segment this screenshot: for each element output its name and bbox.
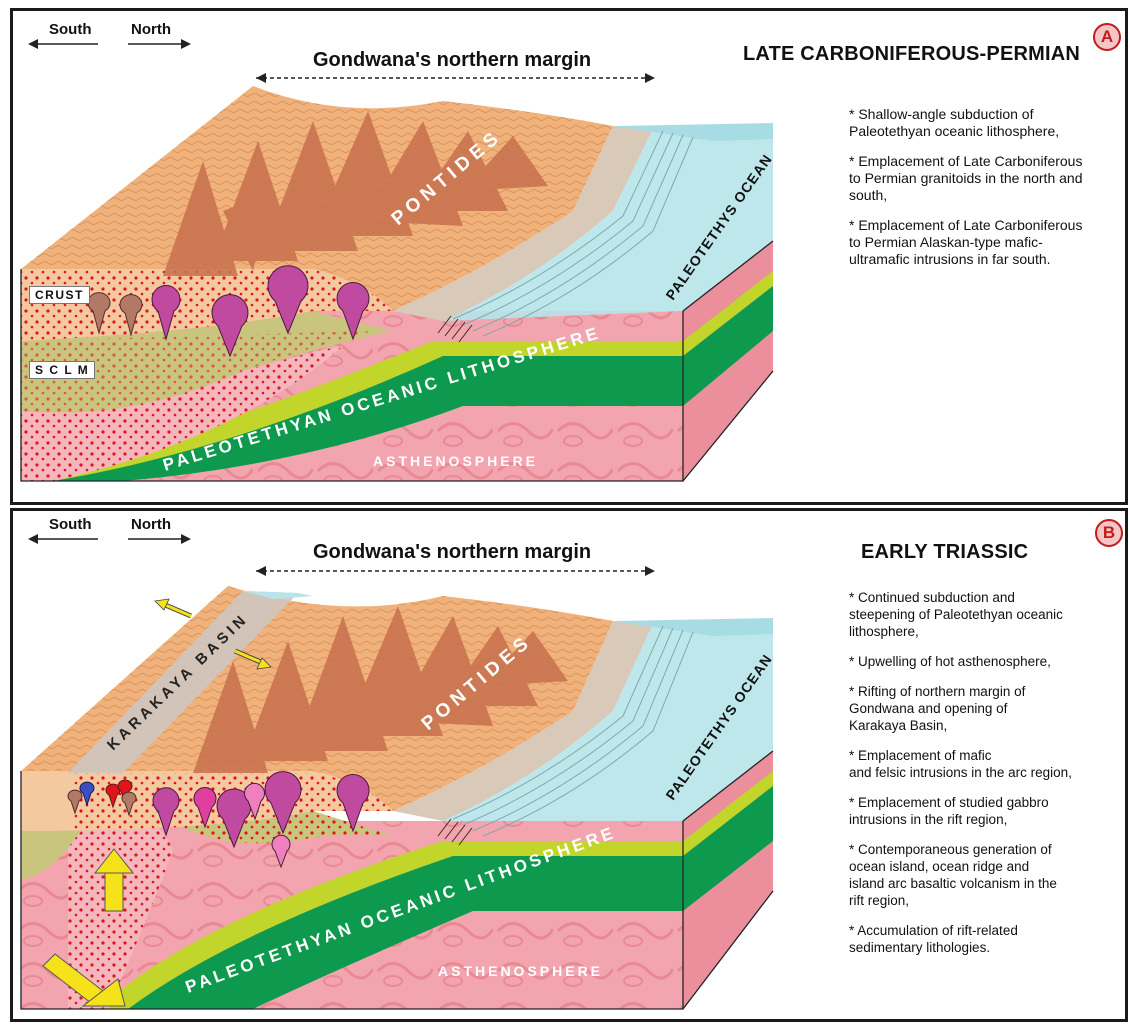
note: * Emplacement of Late Carboniferous to P… [849, 153, 1125, 204]
margin-label: Gondwana's northern margin [313, 541, 591, 564]
south-arrow [28, 534, 38, 544]
notes-b: * Continued subduction and steepening of… [849, 589, 1125, 969]
asthenosphere-label: ASTHENOSPHERE [438, 963, 603, 979]
north-arrow [181, 534, 191, 544]
north-label: North [131, 21, 171, 38]
crust-label: CRUST [29, 286, 90, 304]
rift-arrow-nw [155, 599, 191, 616]
note: * Rifting of northern margin of Gondwana… [849, 683, 1125, 734]
note: * Upwelling of hot asthenosphere, [849, 653, 1125, 670]
panel-title: EARLY TRIASSIC [861, 541, 1028, 564]
north-label: North [131, 516, 171, 533]
panel-letter-badge: A [1093, 23, 1121, 51]
note: * Shallow-angle subduction of Paleotethy… [849, 106, 1125, 140]
note: * Continued subduction and steepening of… [849, 589, 1125, 640]
north-arrow [181, 39, 191, 49]
panel-letter-badge: B [1095, 519, 1123, 547]
panel-b: KARAKAYA BASIN PONTIDES PALEOTETHYS OCEA… [10, 508, 1128, 1022]
note: * Emplacement of studied gabbro intrusio… [849, 794, 1125, 828]
note: * Accumulation of rift-related sedimenta… [849, 922, 1125, 956]
notes-a: * Shallow-angle subduction of Paleotethy… [849, 106, 1125, 281]
panel-title: LATE CARBONIFEROUS-PERMIAN [743, 43, 1080, 66]
note: * Contemporaneous generation of ocean is… [849, 841, 1125, 909]
margin-label: Gondwana's northern margin [313, 49, 591, 72]
sclm-label: S C L M [29, 361, 95, 379]
note: * Emplacement of mafic and felsic intrus… [849, 747, 1125, 781]
panel-a: PONTIDES PALEOTETHYS OCEAN PALEOTETHYAN … [10, 8, 1128, 505]
south-arrow [28, 39, 38, 49]
asthenosphere-label: ASTHENOSPHERE [373, 453, 538, 469]
south-label: South [49, 21, 92, 38]
south-label: South [49, 516, 92, 533]
note: * Emplacement of Late Carboniferous to P… [849, 217, 1125, 268]
